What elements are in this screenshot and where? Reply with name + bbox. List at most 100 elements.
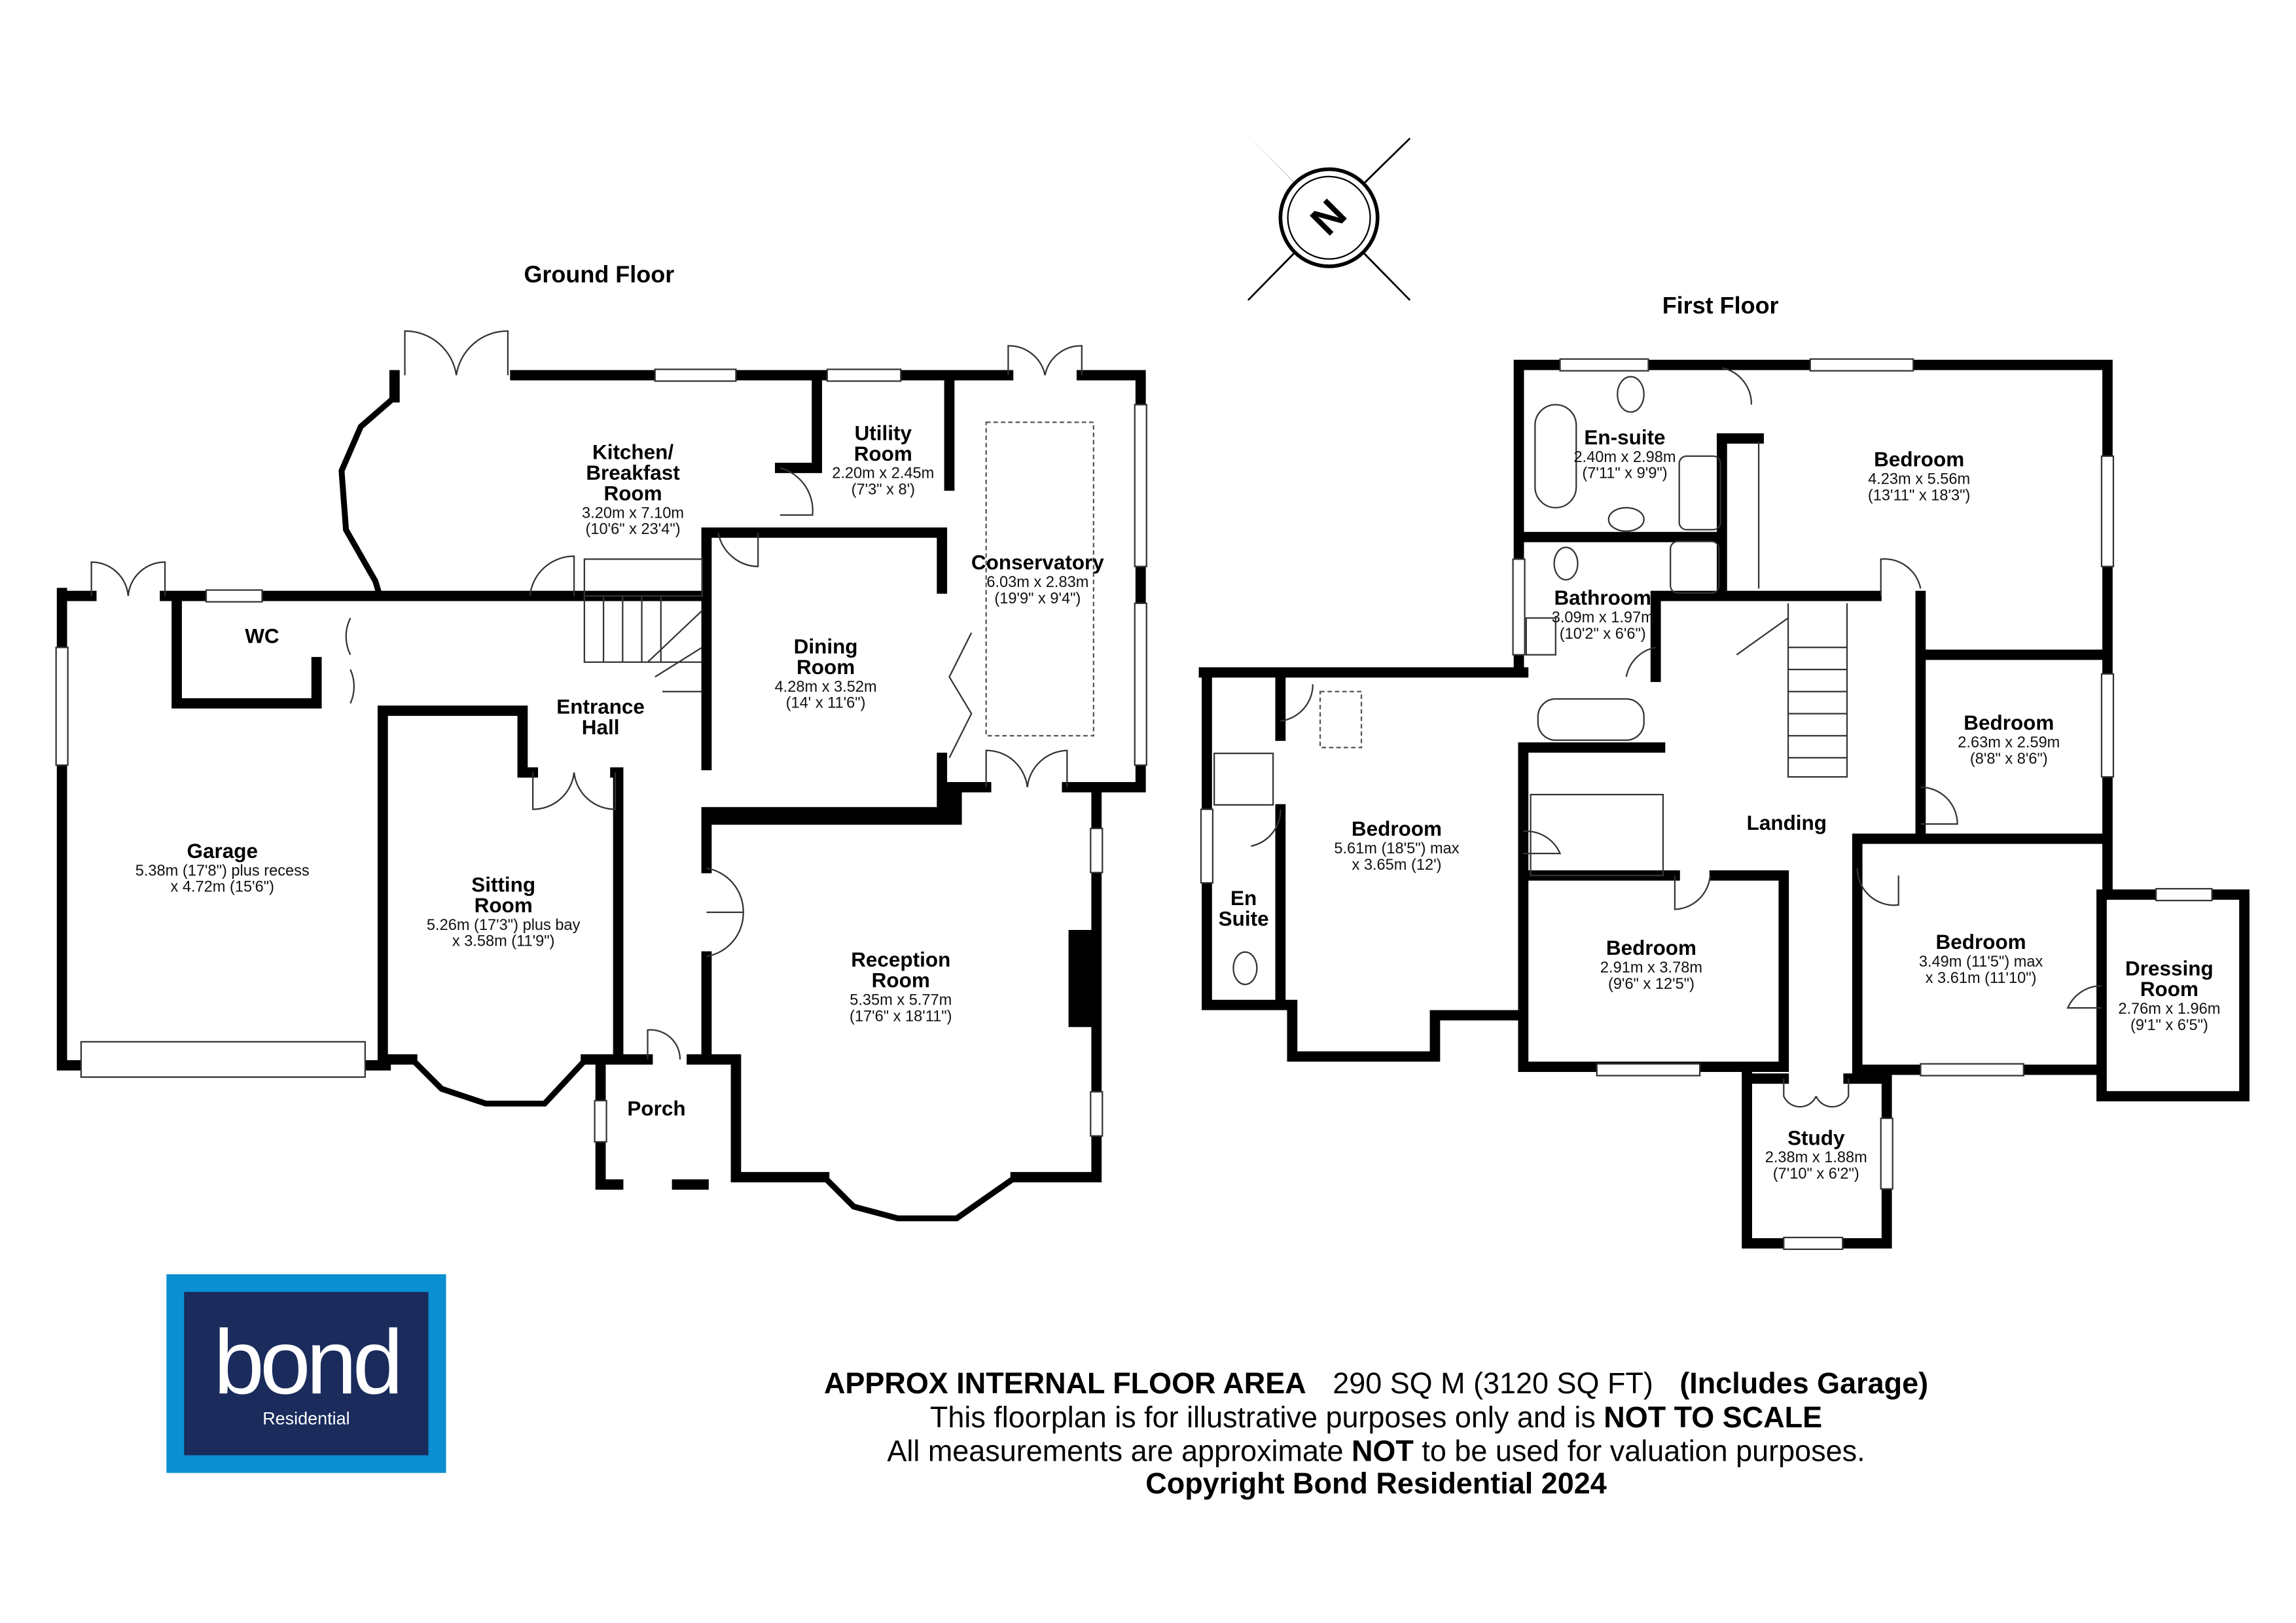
room-dimensions: 4.23m x 5.56m	[1868, 471, 1970, 488]
not-emphasis: NOT	[1352, 1435, 1414, 1468]
room-name: Bathroom	[1554, 586, 1651, 609]
room-name: Entrance	[556, 695, 645, 718]
bond-residential-logo: bond Residential	[166, 1274, 446, 1473]
room-name: Bedroom	[1964, 711, 2054, 734]
room-dimensions: (9'6" x 12'5")	[1608, 976, 1695, 993]
room-dimensions: (10'2" x 6'6")	[1560, 626, 1646, 643]
room-dimensions: x 3.65m (12')	[1352, 857, 1442, 874]
room-name: Dining	[794, 635, 858, 658]
first-floor-title: First Floor	[1662, 292, 1779, 319]
room-name: En-suite	[1584, 426, 1665, 449]
room-dimensions: 2.76m x 1.96m	[2118, 1001, 2220, 1018]
room-porch: Porch	[627, 1097, 685, 1120]
room-name: Suite	[1219, 907, 1269, 930]
room-name: Bedroom	[1352, 817, 1442, 840]
room-dimensions: (7'3" x 8')	[852, 481, 915, 498]
room-dimensions: 5.38m (17'8") plus recess	[135, 863, 310, 880]
room-name: Hall	[582, 716, 620, 739]
room-dimensions: (8'8" x 8'6")	[1970, 751, 2048, 768]
room-dimensions: 5.61m (18'5") max	[1334, 840, 1459, 857]
room-name: Room	[872, 969, 930, 992]
disclaimer-text: to be used for valuation purposes.	[1414, 1435, 1865, 1468]
room-dimensions: (7'11" x 9'9")	[1582, 465, 1667, 482]
room-landing: Landing	[1747, 812, 1827, 834]
room-dimensions: 2.40m x 2.98m	[1573, 449, 1676, 466]
room-name: Room	[854, 442, 912, 465]
room-name: WC	[245, 625, 279, 648]
disclaimer-text: This floorplan is for illustrative purpo…	[930, 1400, 1604, 1434]
room-name: Porch	[627, 1097, 685, 1120]
room-dimensions: (7'10" x 6'2")	[1773, 1166, 1859, 1183]
area-note: (Includes Garage)	[1679, 1366, 1928, 1400]
room-name: Room	[797, 656, 855, 679]
floor-area-line: APPROX INTERNAL FLOOR AREA 290 SQ M (3120…	[824, 1366, 1928, 1400]
room-wc: WC	[245, 625, 279, 648]
first-floor-walls	[1198, 358, 2250, 1251]
room-dimensions: x 3.61m (11'10")	[1926, 970, 2037, 987]
room-name: Utility	[855, 421, 912, 444]
room-dimensions: (17'6" x 18'11")	[850, 1008, 952, 1025]
room-name: Breakfast	[586, 461, 680, 484]
room-dimensions: 3.20m x 7.10m	[582, 505, 684, 522]
disclaimer-text: All measurements are approximate	[887, 1435, 1352, 1468]
room-dimensions: 2.63m x 2.59m	[1958, 734, 2060, 751]
room-name: Landing	[1747, 812, 1827, 834]
room-dimensions: 2.20m x 2.45m	[832, 465, 934, 482]
logo-sub: Residential	[262, 1408, 350, 1428]
room-dimensions: 5.35m x 5.77m	[850, 992, 952, 1009]
room-dimensions: x 4.72m (15'6")	[171, 879, 274, 896]
room-name: Bedroom	[1874, 448, 1964, 471]
room-name: Room	[2140, 978, 2198, 1001]
room-name: Conservatory	[971, 551, 1104, 574]
room-name: Study	[1787, 1126, 1845, 1149]
room-dimensions: (14' x 11'6")	[786, 694, 866, 711]
room-dimensions: 5.26m (17'3") plus bay	[427, 917, 581, 934]
room-dimensions: 3.09m x 1.97m	[1552, 609, 1654, 626]
scale-disclaimer: This floorplan is for illustrative purpo…	[930, 1400, 1822, 1434]
valuation-disclaimer: All measurements are approximate NOT to …	[887, 1435, 1865, 1468]
room-dimensions: 2.38m x 1.88m	[1765, 1149, 1867, 1166]
room-dimensions: (10'6" x 23'4")	[585, 521, 680, 538]
room-name: Kitchen/	[592, 441, 673, 464]
room-name: Sitting	[471, 874, 535, 897]
room-dimensions: 2.91m x 3.78m	[1600, 959, 1702, 976]
room-dimensions: x 3.58m (11'9")	[452, 933, 555, 950]
room-dimensions: 6.03m x 2.83m	[986, 574, 1088, 591]
room-name: Reception	[851, 948, 950, 971]
not-to-scale: NOT TO SCALE	[1604, 1400, 1822, 1434]
ground-floor-title: Ground Floor	[524, 261, 674, 288]
logo-inner	[184, 1292, 429, 1455]
room-name: Dressing	[2125, 957, 2214, 980]
area-value: 290 SQ M (3120 SQ FT)	[1333, 1366, 1653, 1400]
room-dimensions: (9'1" x 6'5")	[2130, 1017, 2208, 1034]
room-dimensions: 4.28m x 3.52m	[775, 679, 877, 696]
room-dimensions: (13'11" x 18'3")	[1868, 487, 1970, 504]
room-name: Bedroom	[1936, 931, 2026, 954]
ground-floor-walls	[55, 330, 1147, 1222]
room-name: Room	[475, 894, 533, 917]
room-dimensions: (19'9" x 9'4")	[994, 590, 1081, 607]
compass-rose-icon: N	[1247, 135, 1411, 301]
logo-word: bond	[213, 1311, 399, 1413]
area-label: APPROX INTERNAL FLOOR AREA	[824, 1366, 1306, 1400]
room-dimensions: 3.49m (11'5") max	[1919, 954, 2043, 971]
